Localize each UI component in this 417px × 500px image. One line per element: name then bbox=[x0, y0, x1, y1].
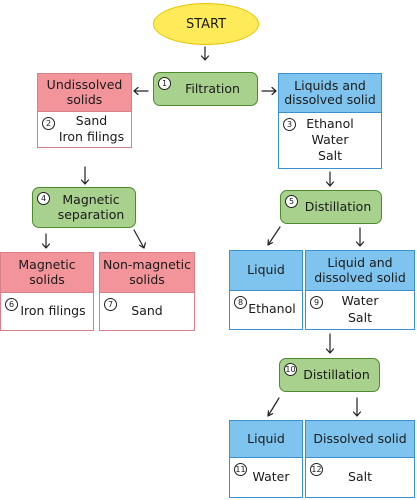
box-magnetic-solids-content: Iron filings bbox=[20, 302, 86, 318]
step-number-11: 11 bbox=[234, 463, 247, 476]
box-liquid-ethanol: Liquid 8 Ethanol bbox=[229, 250, 303, 330]
box-liquid-dissolved-solid-body: 9 Water Salt bbox=[306, 291, 414, 328]
box-undissolved-solids-body: 2 Sand Iron filings bbox=[38, 112, 131, 146]
box-undissolved-solids: Undissolved solids 2 Sand Iron filings bbox=[37, 73, 132, 148]
arrow-start-filtration bbox=[200, 46, 210, 61]
step-number-1: 1 bbox=[158, 77, 171, 90]
arrow-distillation-liquid bbox=[267, 226, 281, 246]
distillation-2-label: Distillation bbox=[303, 366, 370, 382]
box-liquid-ethanol-content: Ethanol bbox=[248, 301, 296, 317]
arrow-filtration-undissolved bbox=[133, 86, 149, 96]
start-label: START bbox=[185, 16, 227, 32]
box-liquid-dissolved-solid-title: Liquid and dissolved solid bbox=[306, 251, 414, 291]
filtration-label: Filtration bbox=[185, 80, 240, 96]
box-liquid-dissolved-solid: Liquid and dissolved solid 9 Water Salt bbox=[305, 250, 415, 330]
step-number-2: 2 bbox=[42, 117, 55, 130]
box-liquid-water: Liquid 11 Water bbox=[229, 420, 303, 498]
arrow-distillation-liquid-dissolved bbox=[355, 227, 365, 247]
step-number-6: 6 bbox=[5, 298, 18, 311]
step-distillation: 5 Distillation bbox=[280, 190, 382, 224]
box-liquids-dissolved-title: Liquids and dissolved solid bbox=[279, 74, 381, 113]
box-non-magnetic-solids: Non-magnetic solids 7 Sand bbox=[99, 252, 195, 331]
box-non-magnetic-solids-title: Non-magnetic solids bbox=[100, 253, 194, 293]
step-number-3: 3 bbox=[283, 118, 296, 131]
distillation-label: Distillation bbox=[304, 198, 372, 214]
box-dissolved-solid-salt-body: 12 Salt bbox=[306, 458, 414, 496]
box-liquids-dissolved-body: 3 Ethanol Water Salt bbox=[279, 113, 381, 167]
step-number-7: 7 bbox=[104, 298, 117, 311]
box-undissolved-solids-title: Undissolved solids bbox=[38, 74, 131, 112]
step-number-8: 8 bbox=[234, 296, 247, 309]
step-distillation-2: 10 Distillation bbox=[279, 358, 380, 392]
box-liquids-dissolved-content: Ethanol Water Salt bbox=[306, 115, 354, 164]
magnetic-separation-label: Magnetic separation bbox=[57, 192, 125, 222]
box-non-magnetic-solids-body: 7 Sand bbox=[100, 293, 194, 329]
arrow-undissolved-magnetic bbox=[80, 166, 90, 185]
box-liquid-water-body: 11 Water bbox=[230, 458, 302, 496]
box-liquid-dissolved-solid-content: Water Salt bbox=[341, 293, 379, 325]
box-magnetic-solids-title: Magnetic solids bbox=[1, 253, 93, 293]
step-magnetic-separation: 4 Magnetic separation bbox=[32, 187, 136, 228]
arrow-liquids-distillation bbox=[325, 171, 335, 187]
box-liquid-ethanol-title: Liquid bbox=[230, 251, 302, 291]
box-liquid-water-title: Liquid bbox=[230, 421, 302, 458]
arrow-filtration-liquids bbox=[261, 86, 277, 96]
step-number-5: 5 bbox=[285, 195, 298, 208]
box-dissolved-solid-salt-title: Dissolved solid bbox=[306, 421, 414, 458]
box-dissolved-solid-salt: Dissolved solid 12 Salt bbox=[305, 420, 415, 498]
box-liquid-water-content: Water bbox=[252, 468, 290, 484]
box-dissolved-solid-salt-content: Salt bbox=[348, 468, 372, 484]
arrow-magsep-magnetic bbox=[41, 233, 51, 249]
step-number-12: 12 bbox=[310, 463, 323, 476]
step-number-10: 10 bbox=[284, 363, 297, 376]
arrow-distillation10-liquid bbox=[267, 397, 280, 417]
box-undissolved-solids-content: Sand Iron filings bbox=[58, 112, 125, 144]
box-magnetic-solids-body: 6 Iron filings bbox=[1, 293, 93, 329]
step-number-9: 9 bbox=[310, 296, 323, 309]
step-number-4: 4 bbox=[37, 192, 50, 205]
arrow-distillation10-dissolved bbox=[352, 397, 362, 417]
start-node: START bbox=[153, 3, 259, 45]
arrow-magsep-nonmagnetic bbox=[133, 229, 146, 249]
box-liquids-dissolved: Liquids and dissolved solid 3 Ethanol Wa… bbox=[278, 73, 382, 169]
box-magnetic-solids: Magnetic solids 6 Iron filings bbox=[0, 252, 94, 331]
box-non-magnetic-solids-content: Sand bbox=[131, 302, 163, 318]
step-filtration: 1 Filtration bbox=[153, 72, 258, 106]
box-liquid-ethanol-body: 8 Ethanol bbox=[230, 291, 302, 328]
arrow-box9-distillation bbox=[325, 333, 335, 354]
